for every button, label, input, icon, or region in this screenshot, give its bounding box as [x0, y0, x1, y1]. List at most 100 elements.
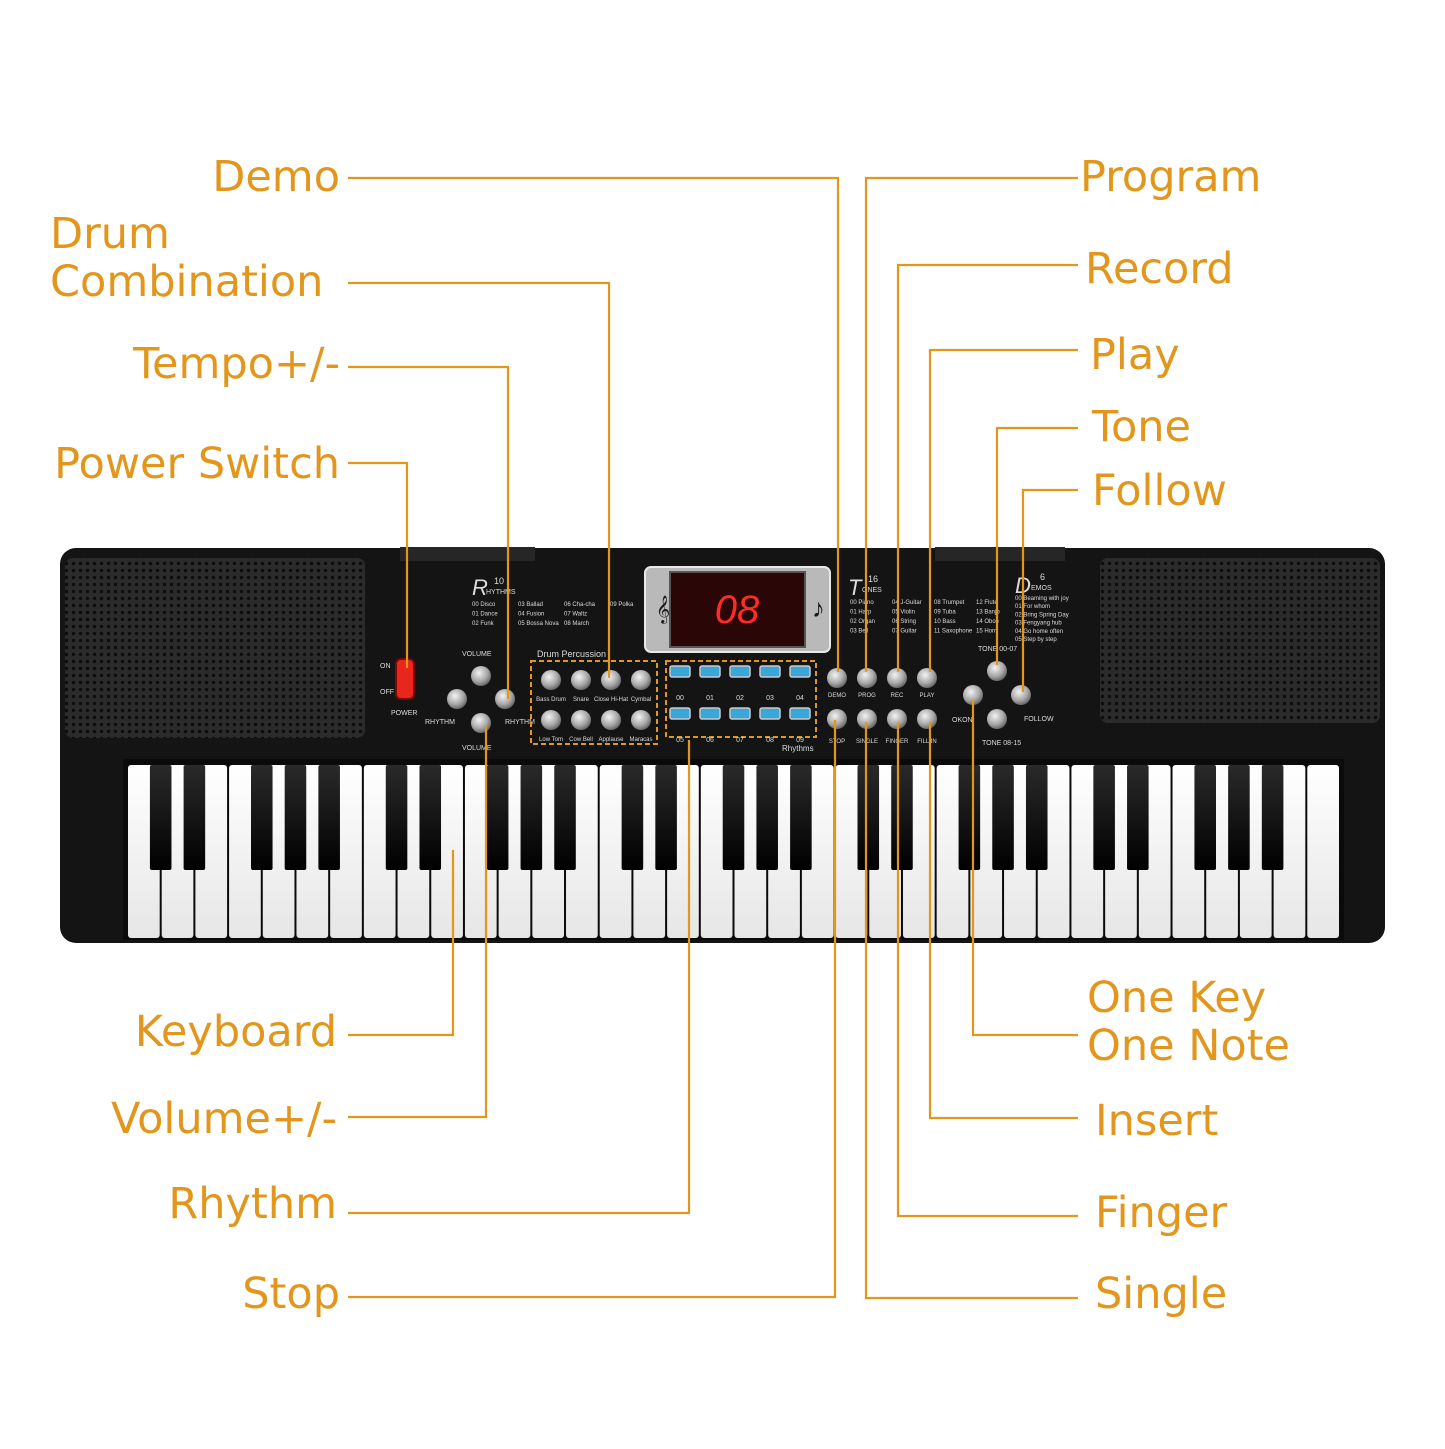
- rhythm-list-item: 09 Polka: [610, 602, 634, 608]
- tones-count: 16: [868, 574, 878, 584]
- rhythm-select-button[interactable]: [669, 665, 691, 678]
- drum-pad-button[interactable]: [601, 670, 621, 690]
- black-key[interactable]: [250, 765, 273, 870]
- function-button[interactable]: [827, 709, 847, 729]
- volume-down-label: VOLUME: [462, 745, 492, 752]
- rhythm-select-button[interactable]: [759, 707, 781, 720]
- black-key[interactable]: [1093, 765, 1115, 870]
- black-key[interactable]: [419, 765, 442, 870]
- demo-list-item: 01 For whom: [1015, 604, 1050, 610]
- one-key-one-note-button[interactable]: [963, 685, 983, 705]
- tone-list-item: 08 Trumpet: [934, 600, 965, 606]
- piano-keys: [123, 759, 1344, 940]
- rhythms-count: 10: [494, 576, 504, 586]
- black-key[interactable]: [891, 765, 913, 870]
- tone-down-button[interactable]: [987, 709, 1007, 729]
- rhythm-select-button[interactable]: [699, 707, 721, 720]
- drum-pad-label: Low Tom: [539, 737, 563, 743]
- black-key[interactable]: [722, 765, 745, 870]
- tones-title-rest: ONES: [862, 587, 882, 594]
- rhythm-select-button[interactable]: [729, 665, 751, 678]
- drum-pad-button[interactable]: [541, 710, 561, 730]
- drum-pad-button[interactable]: [601, 710, 621, 730]
- drum-pad-label: Close Hi-Hat: [594, 697, 628, 703]
- black-key[interactable]: [958, 765, 981, 870]
- power-switch-callout: Power Switch: [54, 439, 340, 489]
- drum-pad-button[interactable]: [571, 710, 591, 730]
- rhythm-number-label: 07: [736, 737, 744, 744]
- black-key[interactable]: [621, 765, 644, 870]
- black-key[interactable]: [1127, 765, 1149, 870]
- insert-callout: Insert: [1095, 1096, 1219, 1146]
- drum-pad-label: Maracas: [629, 737, 652, 743]
- drum-pad-button[interactable]: [541, 670, 561, 690]
- body-top-ridge: [400, 547, 535, 561]
- power-switch[interactable]: [395, 658, 415, 700]
- white-key[interactable]: [1307, 765, 1339, 938]
- tone-list-item: 04 J-Guitar: [892, 600, 922, 606]
- drum-pad-button[interactable]: [631, 670, 651, 690]
- leader-line: [348, 725, 488, 1119]
- black-key[interactable]: [318, 765, 340, 870]
- volume-up-button[interactable]: [471, 666, 491, 686]
- black-key[interactable]: [1025, 765, 1048, 870]
- leader-line: [928, 722, 1078, 1120]
- program-callout: Program: [1080, 152, 1262, 202]
- function-button[interactable]: [857, 709, 877, 729]
- rhythm-select-button[interactable]: [759, 665, 781, 678]
- black-key[interactable]: [857, 765, 880, 870]
- black-key[interactable]: [790, 765, 812, 870]
- black-key[interactable]: [520, 765, 543, 870]
- follow-button[interactable]: [1011, 685, 1031, 705]
- black-key[interactable]: [183, 765, 206, 870]
- black-key[interactable]: [385, 765, 408, 870]
- music-note-icon: ♪: [812, 593, 825, 623]
- black-key[interactable]: [1194, 765, 1217, 870]
- rhythm-number-label: 01: [706, 695, 714, 702]
- leader-line: [928, 348, 1078, 672]
- black-key[interactable]: [554, 765, 576, 870]
- tempo-down-button[interactable]: [447, 689, 467, 709]
- leader-line: [864, 176, 1078, 672]
- rhythm-select-button[interactable]: [789, 665, 811, 678]
- leader-line: [348, 461, 409, 668]
- drum-pad-button[interactable]: [631, 710, 651, 730]
- black-key[interactable]: [284, 765, 307, 870]
- black-key[interactable]: [149, 765, 172, 870]
- leader-line: [1021, 488, 1078, 692]
- tone-list-item: 13 Banjo: [976, 610, 1000, 616]
- tempo-up-button[interactable]: [495, 689, 515, 709]
- tone-list-item: 05 Violin: [892, 610, 915, 616]
- follow-callout: Follow: [1092, 466, 1227, 516]
- black-key[interactable]: [1261, 765, 1284, 870]
- function-button[interactable]: [827, 668, 847, 688]
- black-key[interactable]: [486, 765, 509, 870]
- drum-pad-button[interactable]: [571, 670, 591, 690]
- black-key[interactable]: [655, 765, 677, 870]
- rhythm-select-button[interactable]: [669, 707, 691, 720]
- function-button[interactable]: [887, 709, 907, 729]
- rhythm-select-button[interactable]: [789, 707, 811, 720]
- rhythm-select-button[interactable]: [729, 707, 751, 720]
- function-button[interactable]: [917, 668, 937, 688]
- drum-pad-label: Snare: [573, 697, 590, 703]
- play-callout: Play: [1090, 330, 1180, 380]
- rhythm-list-item: 08 March: [564, 621, 589, 627]
- function-button[interactable]: [917, 709, 937, 729]
- tone-up-button[interactable]: [987, 661, 1007, 681]
- leader-line: [971, 700, 1078, 1037]
- tone-down-label: TONE 08-15: [982, 740, 1021, 747]
- volume-down-button[interactable]: [471, 713, 491, 733]
- function-button[interactable]: [887, 668, 907, 688]
- rhythm-number-label: 00: [676, 695, 684, 702]
- black-key[interactable]: [992, 765, 1014, 870]
- black-key[interactable]: [756, 765, 778, 870]
- drum-combination-highlight: [530, 660, 658, 745]
- rhythm-select-button[interactable]: [699, 665, 721, 678]
- demo-list-item: 02 Bring Spring Day: [1015, 612, 1069, 618]
- black-key[interactable]: [1228, 765, 1250, 870]
- function-button[interactable]: [857, 668, 877, 688]
